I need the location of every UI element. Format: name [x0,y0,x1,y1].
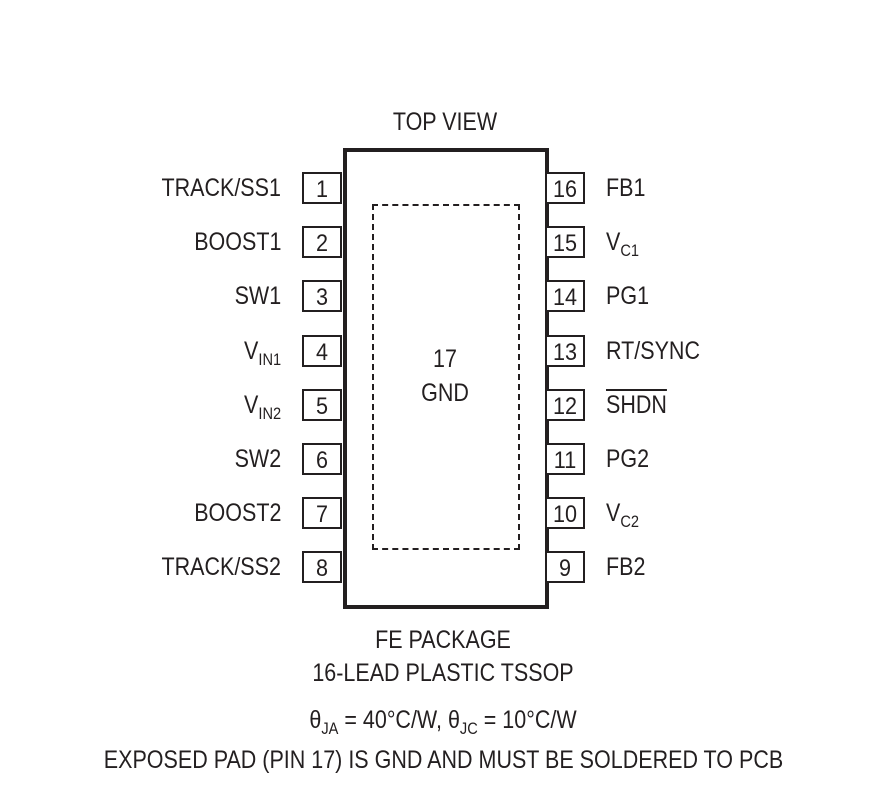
pin-7-name-text: BOOST2 [193,499,281,527]
theta-ja-subscript: JA [321,719,339,738]
theta-jc-subscript: JC [459,719,478,738]
package-type-label: FE PACKAGE [375,626,511,654]
ic-package-body [343,148,549,609]
exposed-pad-number: 17 [433,345,457,373]
pin-5-name: VIN2 [243,391,281,423]
pin-8-number: 8 [315,555,329,582]
theta-ja-symbol: θ [309,706,322,734]
pin-7-name: BOOST2 [194,501,281,526]
pin-12-name-text: SHDN [606,391,667,419]
pin-4-number: 4 [315,339,329,366]
pin-5-number: 5 [315,393,329,420]
pin-12: 12 [545,389,585,421]
thermal-resistance-line: θJA = 40°C/W, θJC = 10°C/W [228,706,658,738]
pin-13: 13 [545,335,585,367]
exposed-pad-note: EXPOSED PAD (PIN 17) IS GND AND MUST BE … [103,746,784,774]
pin-15: 15 [545,226,585,258]
theta-jc-symbol: θ [447,706,460,734]
pin-5: 5 [302,389,342,421]
pin-6-name: SW2 [234,447,281,472]
pin-13-name-text: RT/SYNC [606,337,700,365]
pin-2: 2 [302,226,342,258]
pin-2-name-text: BOOST1 [193,228,281,256]
pin-16-name-text: FB1 [606,174,646,202]
pin-3: 3 [302,280,342,312]
pin-10: 10 [545,497,585,529]
pin-4-name-text: V [243,337,259,365]
pin-11: 11 [545,443,585,475]
pin-9-name: FB2 [606,555,645,580]
pin-7-number: 7 [315,501,329,528]
pin-11-name-text: PG2 [606,445,650,473]
pin-15-name-text: V [606,228,621,256]
pin-6-number: 6 [315,447,329,474]
pin-16-name: FB1 [606,176,645,201]
pin-8: 8 [302,551,342,583]
theta-ja-value: = 40°C/W, [338,706,448,734]
pin-3-name: SW1 [234,284,281,309]
pin-6-name-text: SW2 [234,445,281,473]
pin-9-name-text: FB2 [606,553,646,581]
pin-3-name-text: SW1 [234,282,281,310]
pin-10-name: VC2 [606,499,640,531]
pin-12-name: SHDN [606,393,667,418]
pin-1-name-text: TRACK/SS1 [161,174,281,202]
pin-10-name-text: V [606,499,621,527]
pin-2-number: 2 [315,230,329,257]
theta-jc-value: = 10°C/W [477,706,577,734]
pin-8-name-text: TRACK/SS2 [161,553,281,581]
pin-4: 4 [302,335,342,367]
pin-16-number: 16 [552,176,578,203]
pin-15-name-subscript: C1 [620,241,640,260]
pin-14-number: 14 [552,284,578,311]
pin-4-name: VIN1 [243,337,281,369]
pin-3-number: 3 [315,284,329,311]
pin-13-name: RT/SYNC [606,339,700,364]
package-lead-label: 16-LEAD PLASTIC TSSOP [312,659,574,687]
pin-1-name: TRACK/SS1 [162,176,281,201]
pin-15-number: 15 [552,230,578,257]
pin-14: 14 [545,280,585,312]
pin-1-number: 1 [315,176,329,203]
pin-2-name: BOOST1 [194,230,281,255]
pin-14-name-text: PG1 [606,282,650,310]
exposed-pad-outline [372,204,520,550]
pin-14-name: PG1 [606,284,649,309]
pin-1: 1 [302,172,342,204]
pin-6: 6 [302,443,342,475]
pin-7: 7 [302,497,342,529]
pin-4-name-subscript: IN1 [258,350,281,369]
pin-5-name-subscript: IN2 [258,404,281,423]
pin-5-name-text: V [243,391,259,419]
pin-10-name-subscript: C2 [620,512,640,531]
pin-11-number: 11 [553,447,577,474]
pin-11-name: PG2 [606,447,649,472]
pin-12-number: 12 [552,393,578,420]
pin-15-name: VC1 [606,228,640,260]
pin-16: 16 [545,172,585,204]
exposed-pad-label: GND [421,379,469,407]
top-view-label: TOP VIEW [392,108,498,136]
pin-9: 9 [545,551,585,583]
pin-10-number: 10 [552,501,578,528]
pin-9-number: 9 [558,555,572,582]
pin-8-name: TRACK/SS2 [162,555,281,580]
pin-13-number: 13 [552,339,578,366]
